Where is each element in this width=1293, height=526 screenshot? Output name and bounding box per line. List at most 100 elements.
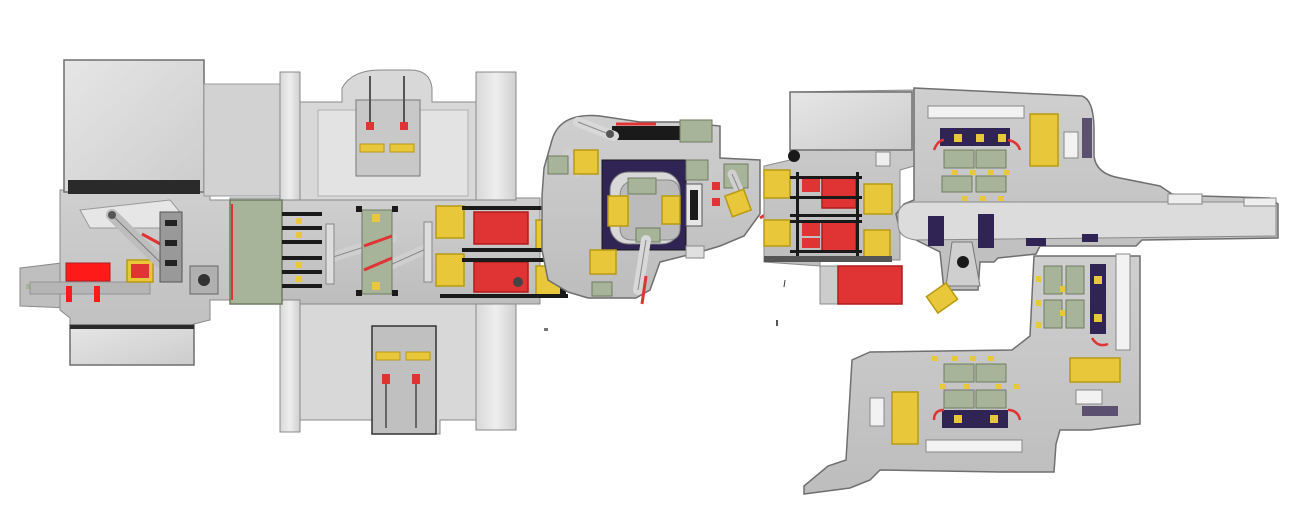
stray-mark-c <box>544 328 548 331</box>
stray-mark-b <box>776 320 778 326</box>
upper-yellow-panel <box>1029 113 1059 167</box>
lower-white-panel-small <box>1075 389 1103 405</box>
pedestal-icon <box>945 241 981 287</box>
corridor-purple-post-d <box>1082 234 1098 242</box>
right-yellow-d <box>863 229 891 259</box>
upper-green-grid <box>941 149 1010 201</box>
upper-purple-strip <box>1082 118 1092 158</box>
turntable-yellow-right <box>661 195 681 225</box>
upper-red-arc-a <box>932 138 945 151</box>
right-red-b <box>821 221 857 253</box>
red-loading-post-a <box>66 286 72 302</box>
right-red-c <box>802 178 820 192</box>
corridor-purple-post-b <box>978 214 994 248</box>
bottom-red-arc-a <box>932 408 945 421</box>
turntable-right-block-dark <box>690 190 698 220</box>
tilted-yellow-pad <box>925 281 959 315</box>
corridor-purple-post-c <box>1026 238 1046 246</box>
corridor-end-b <box>1243 197 1277 207</box>
right-top-block <box>789 91 913 151</box>
cell-pad-bottom <box>685 245 705 259</box>
weld-table-top-yellow-a <box>435 205 465 239</box>
cell-small-green-a <box>547 155 569 175</box>
corridor-purple-post-a <box>928 216 944 246</box>
right-small-box <box>875 151 891 167</box>
top-yellow-pad-a <box>359 143 385 153</box>
corridor-end-a <box>1167 193 1203 205</box>
lower-red-arc-vertical <box>1090 337 1109 347</box>
cell-red-marker-a <box>712 182 720 190</box>
robot-arm-icon <box>633 235 651 305</box>
top-red-marker-b <box>400 122 408 130</box>
lower-purple-strip <box>1082 406 1118 416</box>
right-rails <box>790 172 862 262</box>
storage-block-top-left <box>63 59 205 193</box>
weld-table-bottom-red-hole <box>513 277 523 287</box>
cell-yellow-b <box>589 249 617 275</box>
upper-white-panel <box>1063 131 1079 159</box>
zone-turntable-cell <box>541 114 783 305</box>
zone-press-bay <box>229 69 568 435</box>
right-red-a <box>821 177 857 209</box>
upper-bench-pad-b <box>976 134 984 142</box>
storage-annex <box>203 83 281 197</box>
red-loading-post-b <box>94 286 100 302</box>
cell-small-green-c <box>591 281 613 297</box>
bottom-green-grid <box>932 356 1020 409</box>
storage-block-bottom-left <box>69 324 195 366</box>
bottom-red-arc-b <box>1007 408 1022 421</box>
lower-vpad-b <box>1094 314 1102 322</box>
zone-right-weld-cell <box>544 89 915 331</box>
infeed-conveyor <box>29 281 151 295</box>
lower-yellow-panel-horizontal <box>1069 357 1121 383</box>
bottom-yellow-pad-b <box>405 351 431 361</box>
red-loading-fixture <box>65 262 111 282</box>
weld-table-bottom-yellow-a <box>435 253 465 287</box>
lower-white-frame-vertical <box>1115 253 1131 351</box>
storage-block-top-left-base <box>68 180 200 194</box>
bottom-purple-bench <box>942 410 1008 428</box>
right-grey-pallet <box>819 265 839 305</box>
upper-red-arc-b <box>1007 138 1022 151</box>
column-right-bottom <box>475 303 517 431</box>
side-post-left <box>325 223 335 285</box>
lower-vpad-a <box>1094 276 1102 284</box>
bottom-white-panel <box>869 397 885 427</box>
bottom-red-marker-a <box>382 374 390 384</box>
upper-bench-pad-c <box>998 134 1006 142</box>
lower-purple-bench-vertical <box>1090 264 1106 334</box>
small-green-b <box>685 159 709 181</box>
right-red-e <box>802 238 820 248</box>
upper-bench-pad-a <box>954 134 962 142</box>
column-left-top <box>279 71 301 201</box>
yellow-red-station-core <box>131 264 149 278</box>
bottom-yellow-panel <box>891 391 919 445</box>
right-yellow-b <box>763 219 791 247</box>
right-yellow-c <box>863 183 893 215</box>
left-control-strip-2 <box>165 240 177 246</box>
column-right-top <box>475 71 517 201</box>
press-rails <box>282 212 322 288</box>
pedestal-icon <box>189 265 219 295</box>
stray-mark-a <box>783 279 786 288</box>
left-control-strip-1 <box>165 220 177 226</box>
right-yellow-a <box>763 169 791 199</box>
cell-yellow-tilted <box>723 188 753 218</box>
right-red-d <box>802 222 820 236</box>
top-yellow-pad-b <box>389 143 415 153</box>
left-control-strip-3 <box>165 260 177 266</box>
cell-yellow-a <box>573 149 599 175</box>
bottom-workstation <box>371 325 437 435</box>
top-red-marker-a <box>366 122 374 130</box>
top-green-pad <box>679 119 713 143</box>
right-dark-base <box>764 256 892 262</box>
column-left-bottom <box>279 299 301 433</box>
bottom-bench-pad-b <box>990 415 998 423</box>
fixture-icon <box>356 206 398 296</box>
bottom-bench-pad-a <box>954 415 962 423</box>
upper-white-frame <box>927 105 1025 119</box>
storage-block-bottom-left-edge <box>70 325 194 329</box>
side-post-right <box>423 221 433 283</box>
green-press <box>229 199 283 305</box>
